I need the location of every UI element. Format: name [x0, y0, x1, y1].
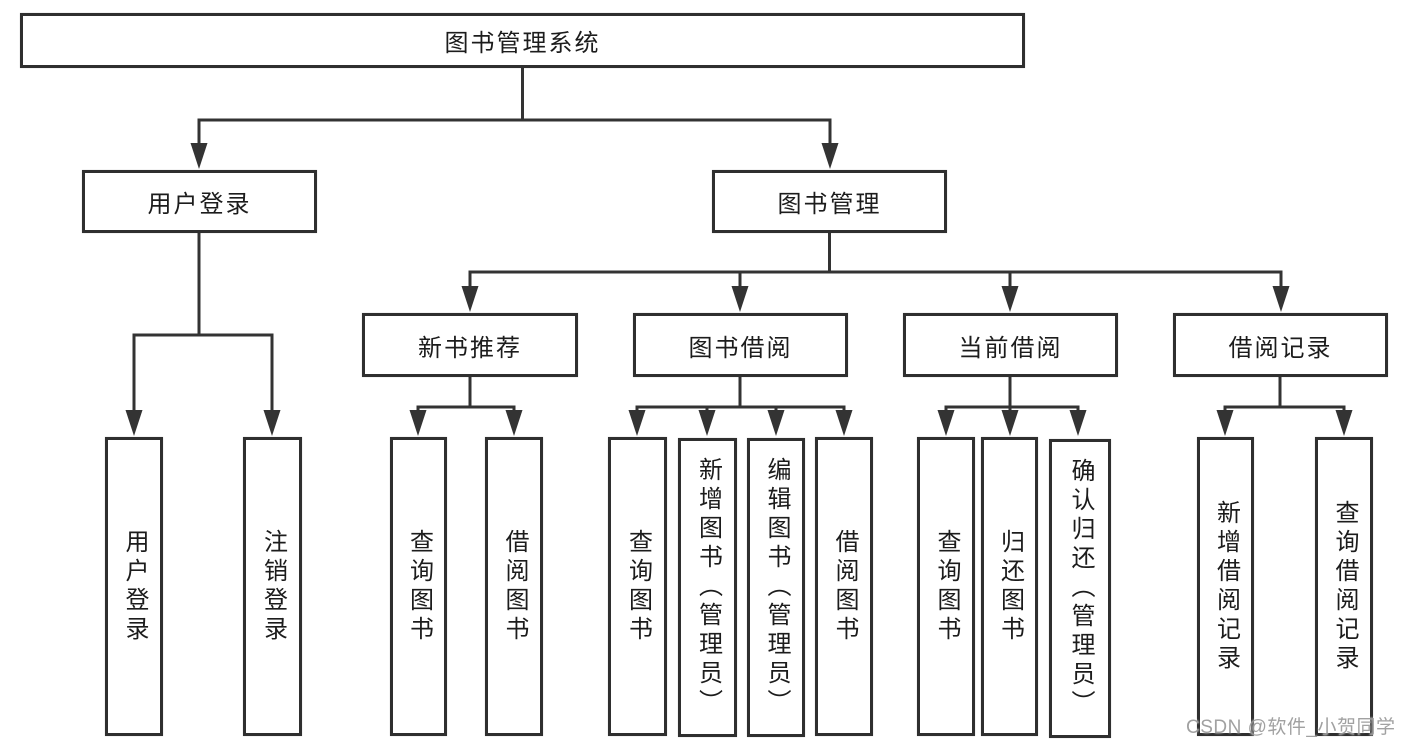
connector-set-6 [1216, 377, 1353, 436]
node-borrow-record-label: 借阅记录 [1228, 334, 1333, 362]
arrowhead-icon [835, 410, 853, 436]
node-root-label: 图书管理系统 [444, 30, 601, 57]
arrowhead-icon [409, 410, 427, 436]
arrowhead-icon [1335, 410, 1353, 436]
leaf-user-login: 用户登录 [105, 437, 163, 736]
arrowhead-icon [767, 410, 785, 436]
leaf-record-query-record-label: 查询借阅记录 [1331, 499, 1358, 674]
arrowhead-icon [190, 143, 208, 169]
arrowhead-icon [628, 410, 646, 436]
leaf-borrow-borrow-book: 借阅图书 [815, 437, 873, 736]
leaf-logout: 注销登录 [243, 437, 302, 736]
arrowhead-icon [1069, 410, 1087, 436]
leaf-borrow-borrow-book-label: 借阅图书 [831, 528, 858, 645]
node-current-borrow: 当前借阅 [903, 313, 1118, 377]
arrowhead-icon [1001, 410, 1019, 436]
leaf-borrow-query-book: 查询图书 [608, 437, 667, 736]
leaf-newrec-query-book: 查询图书 [390, 437, 447, 736]
arrowhead-icon [461, 286, 479, 312]
arrowhead-icon [505, 410, 523, 436]
connector-set-2 [461, 233, 1290, 312]
leaf-borrow-add-book-admin: 新增图书（管理员） [678, 438, 737, 737]
connector-set-0 [190, 68, 839, 169]
node-book-borrow: 图书借阅 [633, 313, 848, 377]
leaf-current-return-book: 归还图书 [981, 437, 1038, 736]
leaf-user-login-label: 用户登录 [121, 528, 148, 645]
node-user-login: 用户登录 [82, 170, 317, 233]
node-user-login-label: 用户登录 [147, 191, 252, 218]
arrowhead-icon [125, 410, 143, 436]
node-current-borrow-label: 当前借阅 [958, 334, 1063, 362]
node-book-management: 图书管理 [712, 170, 947, 233]
connector-set-4 [628, 377, 853, 436]
leaf-record-add-record: 新增借阅记录 [1197, 437, 1254, 736]
arrowhead-icon [698, 410, 716, 436]
connector-set-5 [937, 377, 1087, 436]
csdn-watermark: CSDN @软件_小贺同学 [1186, 717, 1396, 738]
leaf-record-add-record-label: 新增借阅记录 [1212, 499, 1240, 674]
arrowhead-icon [937, 410, 955, 436]
leaf-current-confirm-return-admin: 确认归还（管理员） [1049, 439, 1111, 738]
leaf-logout-label: 注销登录 [259, 528, 287, 645]
leaf-current-return-book-label: 归还图书 [996, 528, 1024, 645]
leaf-record-query-record: 查询借阅记录 [1315, 437, 1373, 736]
leaf-current-query-book: 查询图书 [917, 437, 975, 736]
leaf-borrow-query-book-label: 查询图书 [624, 528, 652, 645]
leaf-current-confirm-return-admin-label: 确认归还（管理员） [1067, 458, 1094, 719]
arrowhead-icon [821, 143, 839, 169]
node-new-book-recommend-label: 新书推荐 [418, 334, 522, 362]
connector-set-1 [125, 233, 281, 436]
leaf-borrow-edit-book-admin-label: 编辑图书（管理员） [763, 457, 790, 718]
node-root: 图书管理系统 [20, 13, 1025, 68]
arrowhead-icon [263, 410, 281, 436]
arrowhead-icon [1272, 286, 1290, 312]
node-book-management-label: 图书管理 [777, 191, 882, 218]
leaf-newrec-borrow-book-label: 借阅图书 [501, 528, 528, 645]
connector-set-3 [409, 377, 523, 436]
leaf-newrec-borrow-book: 借阅图书 [485, 437, 543, 736]
leaf-borrow-edit-book-admin: 编辑图书（管理员） [747, 438, 805, 737]
node-new-book-recommend: 新书推荐 [362, 313, 578, 377]
arrowhead-icon [1001, 286, 1019, 312]
arrowhead-icon [1216, 410, 1234, 436]
leaf-borrow-add-book-admin-label: 新增图书（管理员） [694, 457, 722, 718]
node-borrow-record: 借阅记录 [1173, 313, 1388, 377]
node-book-borrow-label: 图书借阅 [688, 334, 793, 362]
leaf-current-query-book-label: 查询图书 [933, 528, 960, 645]
arrowhead-icon [731, 286, 749, 312]
leaf-newrec-query-book-label: 查询图书 [405, 528, 433, 645]
